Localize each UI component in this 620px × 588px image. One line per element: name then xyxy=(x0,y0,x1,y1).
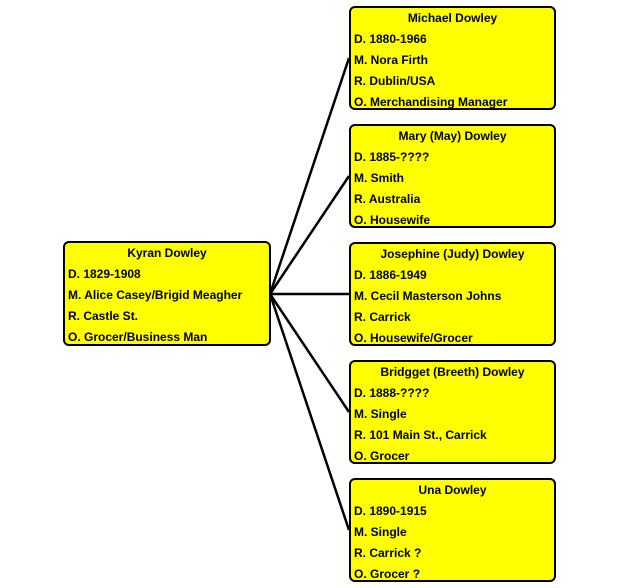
connector-line-michael xyxy=(268,57,351,295)
person-dates: D. 1880-1966 xyxy=(354,32,427,46)
person-dates: D. 1885-???? xyxy=(354,150,430,164)
person-occupation: O. Housewife xyxy=(354,213,431,227)
person-name: Mary (May) Dowley xyxy=(398,129,507,143)
person-residence: R. Carrick ? xyxy=(354,546,422,560)
person-residence: R. Australia xyxy=(354,192,421,206)
connector-line-una xyxy=(268,293,351,531)
child-box-michael-dowley: Michael Dowley D. 1880-1966 M. Nora Firt… xyxy=(349,6,556,110)
person-married: M. Single xyxy=(354,407,407,421)
person-name: Josephine (Judy) Dowley xyxy=(380,247,525,261)
person-residence: R. Castle St. xyxy=(68,309,139,323)
person-occupation: O. Housewife/Grocer xyxy=(354,331,473,345)
person-married: M. Smith xyxy=(354,171,404,185)
person-name: Bridgget (Breeth) Dowley xyxy=(380,365,525,379)
person-name: Kyran Dowley xyxy=(127,246,207,260)
person-married: M. Cecil Masterson Johns xyxy=(354,289,502,303)
person-occupation: O. Merchandising Manager xyxy=(354,95,508,109)
person-married: M. Alice Casey/Brigid Meagher xyxy=(68,288,243,302)
person-occupation: O. Grocer/Business Man xyxy=(68,330,208,344)
child-box-josephine-dowley: Josephine (Judy) Dowley D. 1886-1949 M. … xyxy=(349,242,556,346)
connector-line-bridgget xyxy=(268,293,351,413)
person-married: M. Nora Firth xyxy=(354,53,428,67)
child-box-mary-dowley: Mary (May) Dowley D. 1885-???? M. Smith … xyxy=(349,124,556,228)
child-box-bridgget-dowley: Bridgget (Breeth) Dowley D. 1888-???? M.… xyxy=(349,360,556,464)
person-dates: D. 1886-1949 xyxy=(354,268,427,282)
person-residence: R. 101 Main St., Carrick xyxy=(354,428,487,442)
person-name: Michael Dowley xyxy=(407,11,498,25)
parent-box-kyran-dowley: Kyran Dowley D. 1829-1908 M. Alice Casey… xyxy=(63,241,271,346)
connector-line-mary xyxy=(268,175,351,295)
person-dates: D. 1829-1908 xyxy=(68,267,141,281)
person-dates: D. 1890-1915 xyxy=(354,504,427,518)
person-name: Una Dowley xyxy=(418,483,487,497)
person-occupation: O. Grocer ? xyxy=(354,567,421,581)
person-married: M. Single xyxy=(354,525,407,539)
person-occupation: O. Grocer xyxy=(354,449,410,463)
child-box-una-dowley: Una Dowley D. 1890-1915 M. Single R. Car… xyxy=(349,478,556,582)
person-residence: R. Carrick xyxy=(354,310,411,324)
person-dates: D. 1888-???? xyxy=(354,386,430,400)
person-residence: R. Dublin/USA xyxy=(354,74,436,88)
